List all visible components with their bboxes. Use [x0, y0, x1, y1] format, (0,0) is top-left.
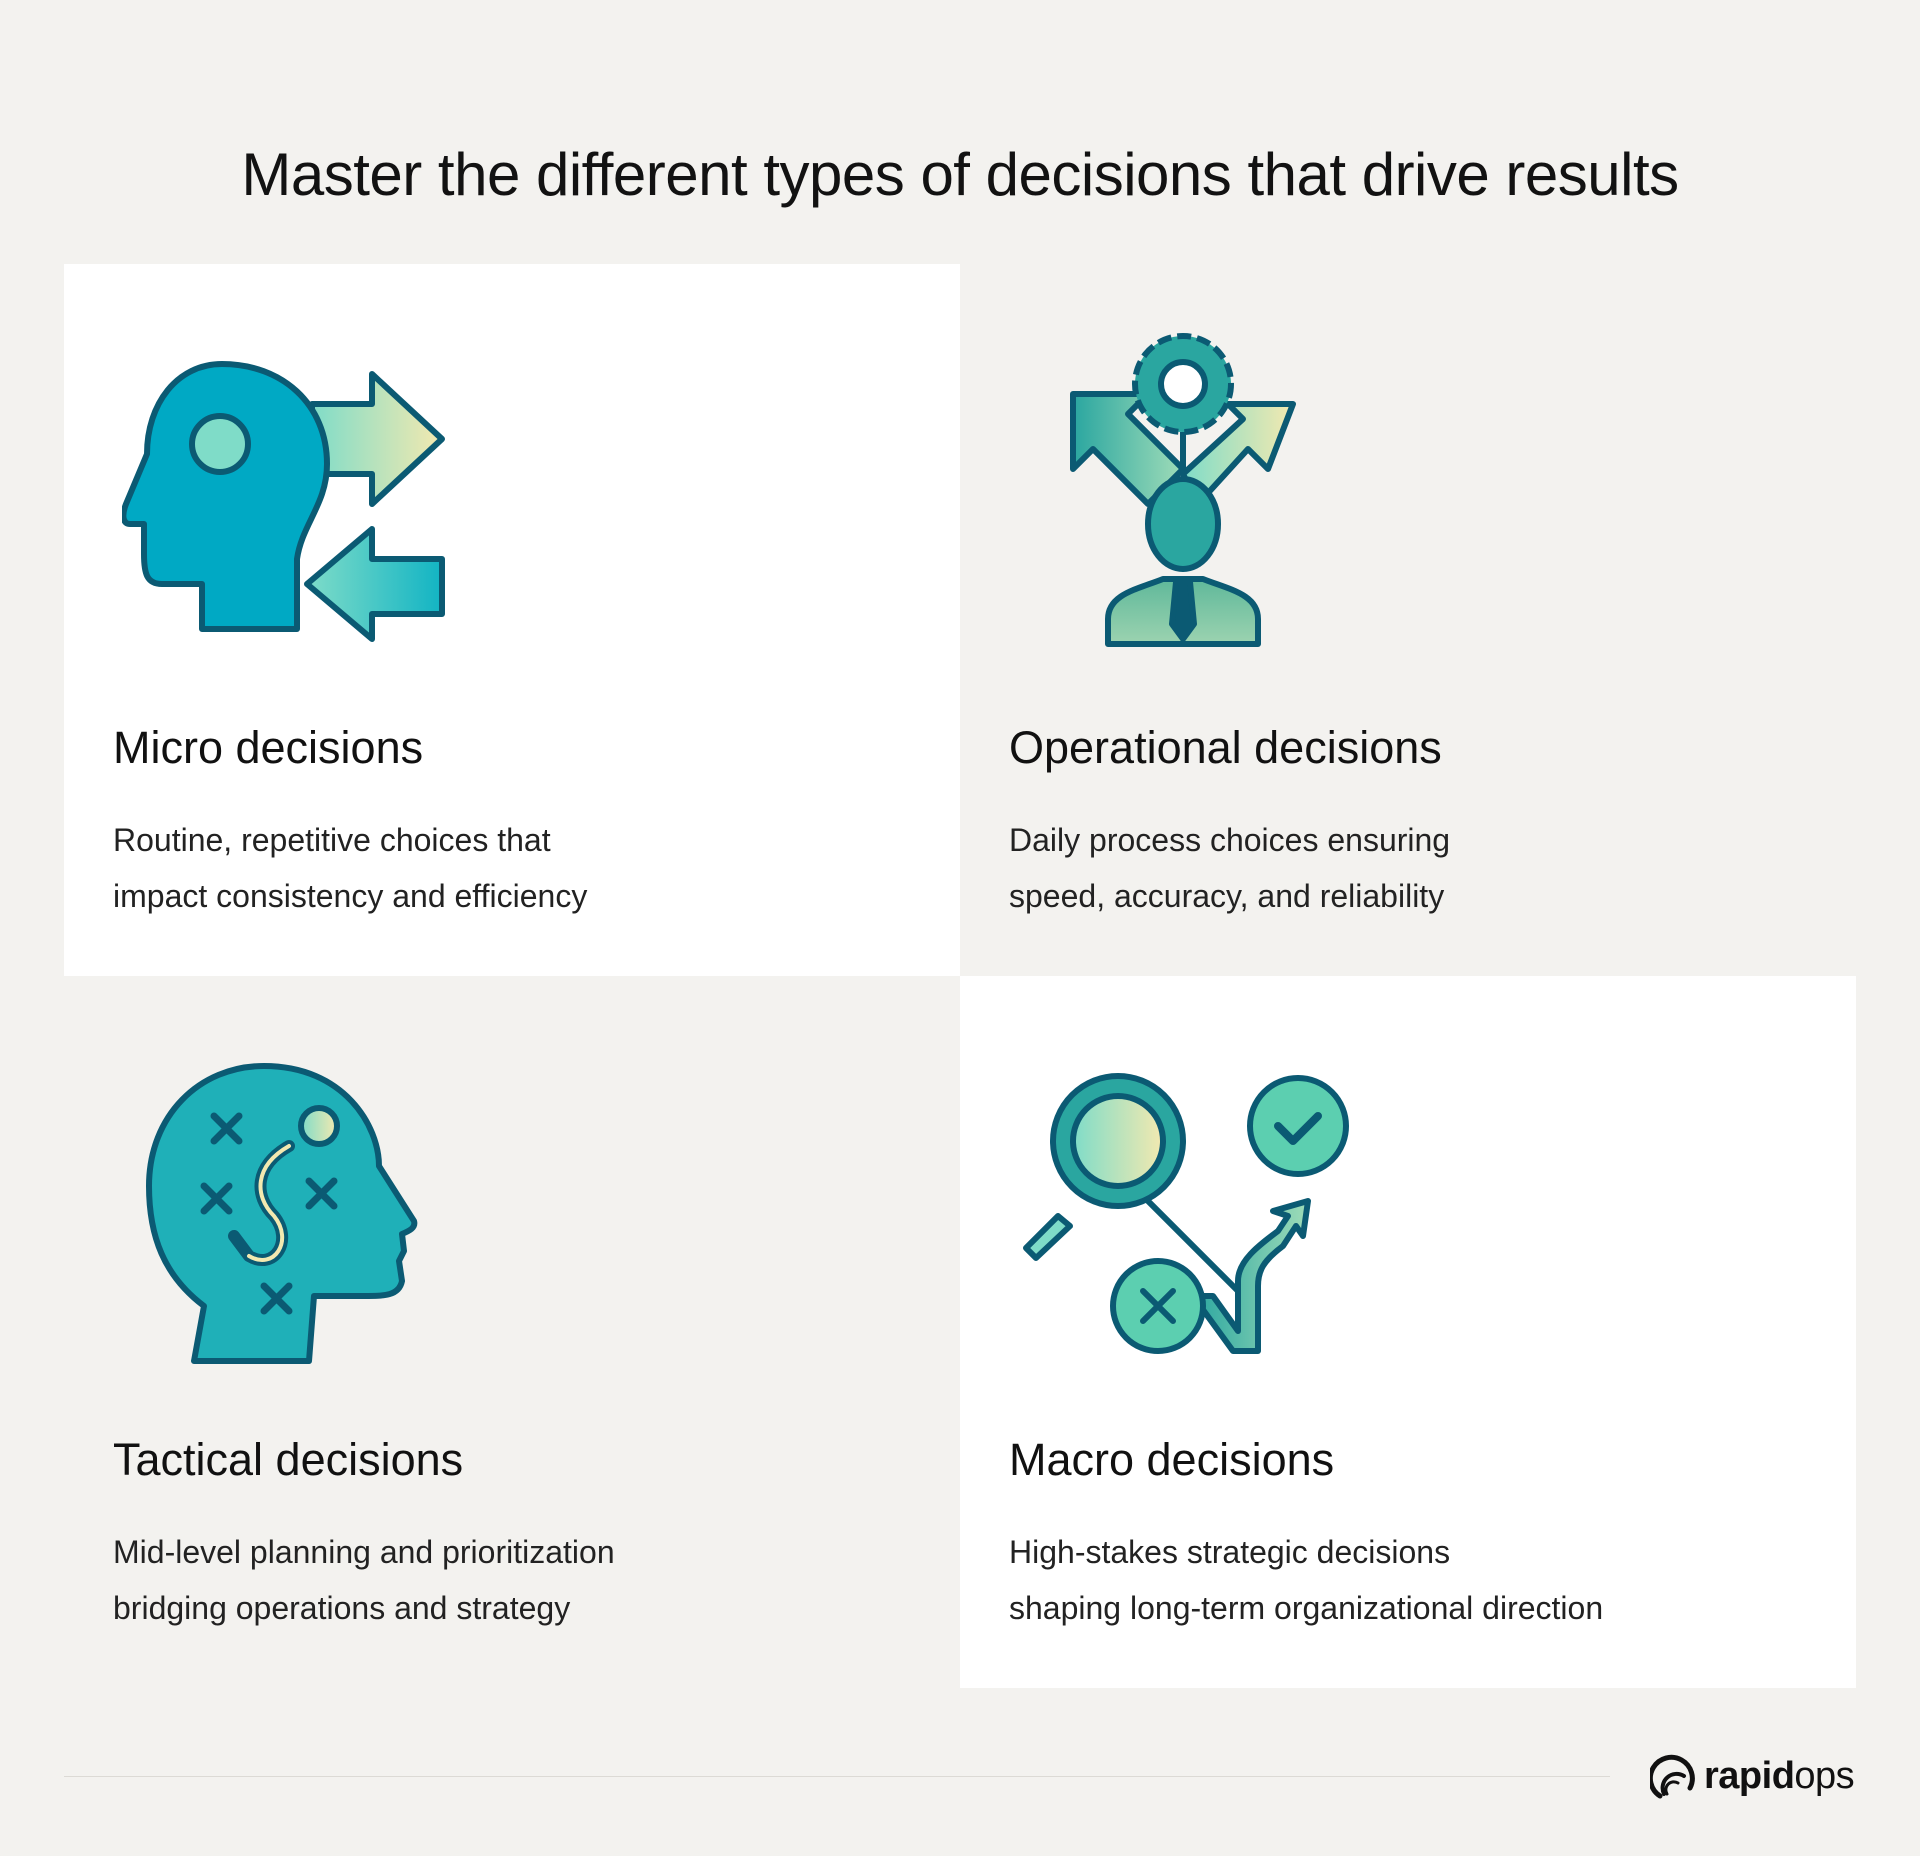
card-heading: Tactical decisions [113, 1434, 464, 1485]
logo-bold: rapid [1704, 1754, 1795, 1797]
description-line: speed, accuracy, and reliability [1009, 878, 1445, 914]
card-description: Routine, repetitive choices that impact … [113, 812, 873, 924]
description-line: Daily process choices ensuring [1009, 822, 1451, 858]
page-title: Master the different types of decisions … [241, 141, 1679, 209]
head-strategy-icon [146, 1063, 418, 1364]
description-line: High-stakes strategic decisions [1009, 1534, 1451, 1570]
card-tactical-decisions: Tactical decisions Mid-level planning an… [64, 976, 960, 1688]
description-line: Routine, repetitive choices that [113, 822, 551, 858]
rapidops-logo: rapidops [1650, 1750, 1855, 1802]
description-line: Mid-level planning and prioritization [113, 1534, 615, 1570]
gear-person-arrows-icon [1070, 333, 1296, 647]
rapidops-swirl-icon [1650, 1754, 1695, 1799]
description-line: shaping long-term organizational directi… [1009, 1590, 1604, 1626]
card-description: Daily process choices ensuring speed, ac… [1009, 812, 1769, 924]
logo-wordmark: rapidops [1704, 1754, 1855, 1798]
card-operational-decisions: Operational decisions Daily process choi… [960, 264, 1856, 976]
search-path-check-icon [1023, 1073, 1349, 1354]
head-arrows-icon [122, 361, 445, 642]
card-description: High-stakes strategic decisions shaping … [1009, 1524, 1769, 1636]
card-description: Mid-level planning and prioritization br… [113, 1524, 873, 1636]
card-heading: Operational decisions [1009, 722, 1442, 773]
footer-divider [64, 1776, 1610, 1777]
card-macro-decisions: Macro decisions High-stakes strategic de… [960, 976, 1856, 1688]
card-micro-decisions: Micro decisions Routine, repetitive choi… [64, 264, 960, 976]
description-line: impact consistency and efficiency [113, 878, 588, 914]
description-line: bridging operations and strategy [113, 1590, 571, 1626]
card-heading: Micro decisions [113, 722, 424, 773]
card-heading: Macro decisions [1009, 1434, 1335, 1485]
logo-light: ops [1794, 1754, 1855, 1797]
